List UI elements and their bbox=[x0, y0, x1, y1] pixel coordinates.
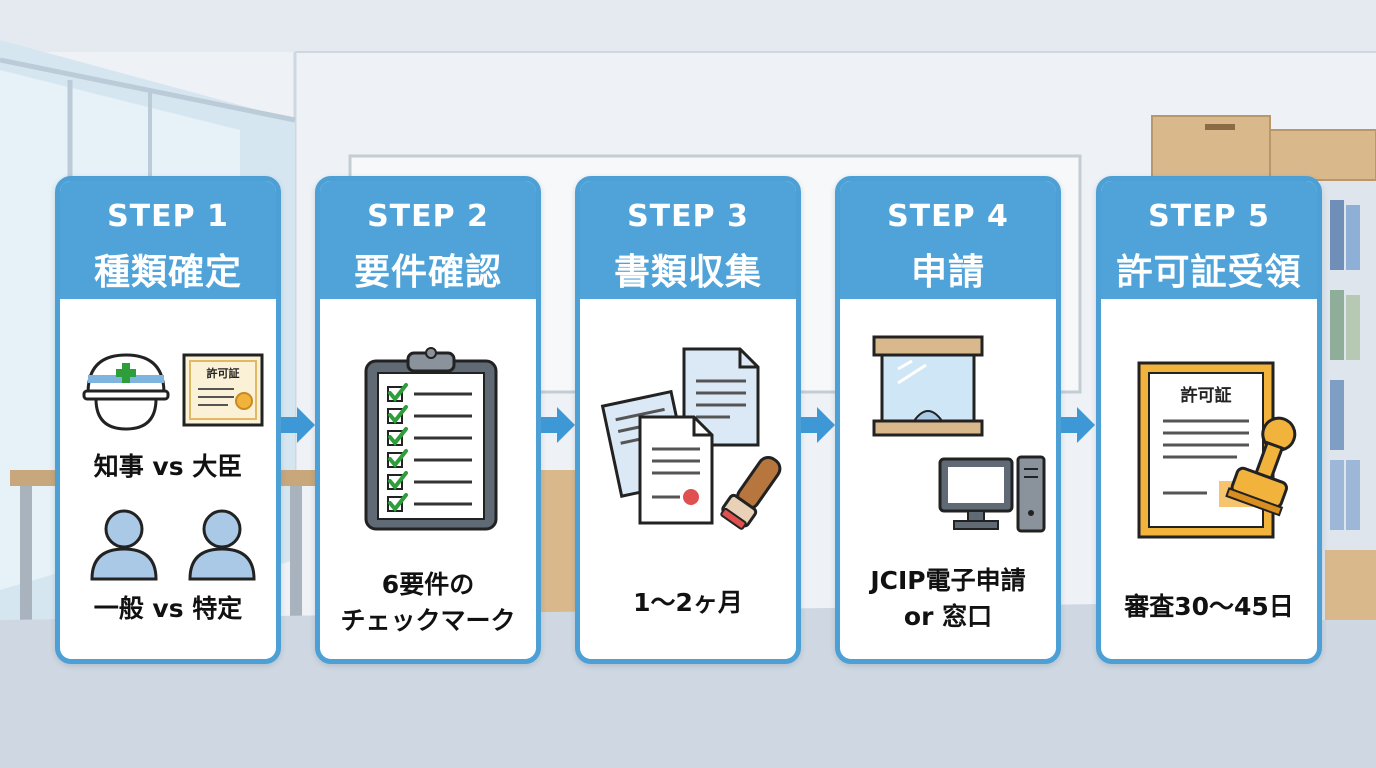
certificate-label: 許可証 bbox=[1181, 385, 1232, 406]
step-2-caption-line-2: チェックマーク bbox=[340, 606, 516, 635]
permit-certificate-icon: 許可証 bbox=[182, 353, 264, 427]
step-1-body: 許可証 知事 vs 大臣 一般 vs 特定 bbox=[60, 299, 276, 659]
step-5-title: 許可証受領 bbox=[1116, 252, 1302, 293]
step-5-body: 許可証 審査30〜45日 bbox=[1101, 299, 1317, 659]
service-counter-icon bbox=[872, 335, 984, 437]
arrow-right-icon bbox=[281, 407, 315, 443]
person-icon bbox=[90, 509, 158, 581]
arrow-right-icon bbox=[801, 407, 835, 443]
arrow-right-icon bbox=[1061, 407, 1095, 443]
step-3-header: STEP 3 書類収集 bbox=[580, 181, 796, 299]
certificate-label: 許可証 bbox=[207, 366, 240, 380]
step-4-number: STEP 4 bbox=[887, 199, 1009, 234]
step-4-body: JCIP電子申請 or 窓口 bbox=[840, 299, 1056, 659]
documents-icon bbox=[600, 347, 760, 525]
step-3-number: STEP 3 bbox=[627, 199, 749, 234]
step-2-caption-line-1: 6要件の bbox=[381, 570, 475, 599]
step-4-caption-line-1: JCIP電子申請 bbox=[870, 566, 1026, 595]
step-5-card: STEP 5 許可証受領 許可証 審査30〜45日 bbox=[1096, 176, 1322, 664]
step-2-number: STEP 2 bbox=[367, 199, 489, 234]
seal-stamp-icon bbox=[720, 455, 782, 530]
stamp-icon bbox=[1225, 416, 1297, 517]
step-2-title: 要件確認 bbox=[353, 252, 502, 293]
step-5-number: STEP 5 bbox=[1148, 199, 1270, 234]
step-2-body: 6要件の チェックマーク bbox=[320, 299, 536, 659]
step-5-caption: 審査30〜45日 bbox=[1124, 592, 1294, 621]
step-1-caption-2: 一般 vs 特定 bbox=[93, 594, 243, 623]
step-3-caption: 1〜2ヶ月 bbox=[633, 588, 743, 617]
permit-certificate-icon: 許可証 bbox=[1137, 361, 1275, 539]
step-2-header: STEP 2 要件確認 bbox=[320, 181, 536, 299]
arrow-right-icon bbox=[541, 407, 575, 443]
step-1-header: STEP 1 種類確定 bbox=[60, 181, 276, 299]
step-1-card: STEP 1 種類確定 許可証 知事 vs 大臣 bbox=[55, 176, 281, 664]
step-4-header: STEP 4 申請 bbox=[840, 181, 1056, 299]
step-3-title: 書類収集 bbox=[613, 252, 762, 293]
step-4-caption-line-2: or 窓口 bbox=[903, 602, 993, 631]
step-4-title: 申請 bbox=[910, 252, 985, 293]
step-1-number: STEP 1 bbox=[107, 199, 229, 234]
step-3-body: 1〜2ヶ月 bbox=[580, 299, 796, 659]
step-1-caption-1: 知事 vs 大臣 bbox=[93, 452, 243, 481]
step-3-card: STEP 3 書類収集 bbox=[575, 176, 801, 664]
helmet-icon bbox=[82, 353, 170, 431]
step-5-header: STEP 5 許可証受領 bbox=[1101, 181, 1317, 299]
step-1-title: 種類確定 bbox=[93, 252, 242, 293]
step-2-card: STEP 2 要件確認 bbox=[315, 176, 541, 664]
person-icon bbox=[188, 509, 256, 581]
clipboard-checklist-icon bbox=[364, 347, 498, 531]
step-4-card: STEP 4 申請 JCIP電子申請 or 窓口 bbox=[835, 176, 1061, 664]
desktop-computer-icon bbox=[938, 455, 1046, 533]
